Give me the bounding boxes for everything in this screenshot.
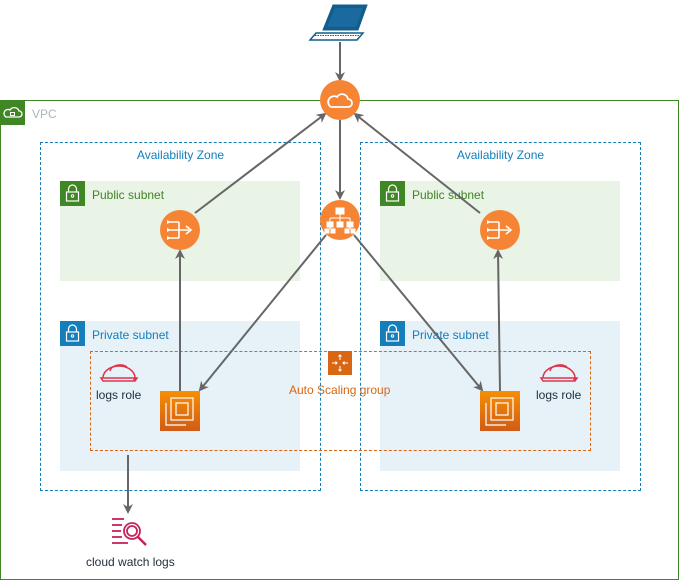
private-subnet-1-label: Private subnet	[92, 328, 169, 342]
private-subnet-1-badge	[60, 321, 85, 346]
auto-scaling-group-label: Auto Scaling group	[289, 383, 391, 397]
public-subnet-2-label: Public subnet	[412, 188, 485, 202]
lock-icon	[65, 184, 80, 202]
public-subnet-1-badge	[60, 181, 85, 206]
iam-role-2-label: logs role	[536, 388, 582, 402]
public-subnet-1-label: Public subnet	[92, 188, 165, 202]
arrow-nat2-to-igw	[353, 112, 481, 214]
availability-zone-2-label: Availability Zone	[456, 148, 545, 162]
arrow-nat1-to-igw	[194, 112, 327, 214]
availability-zone-1-label: Availability Zone	[136, 148, 225, 162]
arrow-ec2-2-to-nat2	[493, 249, 504, 393]
private-subnet-2-label: Private subnet	[412, 328, 489, 342]
availability-zone-1	[40, 142, 321, 491]
lock-icon	[385, 184, 400, 202]
vpc-label: VPC	[32, 107, 57, 121]
lock-icon	[65, 324, 80, 342]
public-subnet-2-badge	[380, 181, 405, 206]
vpc-badge	[0, 100, 25, 125]
arrow-alb-to-ec2-2	[353, 234, 484, 392]
lock-icon	[385, 324, 400, 342]
iam-role-1-label: logs role	[96, 388, 142, 402]
arrow-alb-to-ec2-1	[198, 234, 327, 392]
availability-zone-2	[360, 142, 641, 491]
private-subnet-2-badge	[380, 321, 405, 346]
auto-scaling-icon	[328, 351, 352, 375]
cloudwatch-logs-label: cloud watch logs	[86, 555, 175, 569]
cloud-lock-icon	[3, 106, 23, 118]
